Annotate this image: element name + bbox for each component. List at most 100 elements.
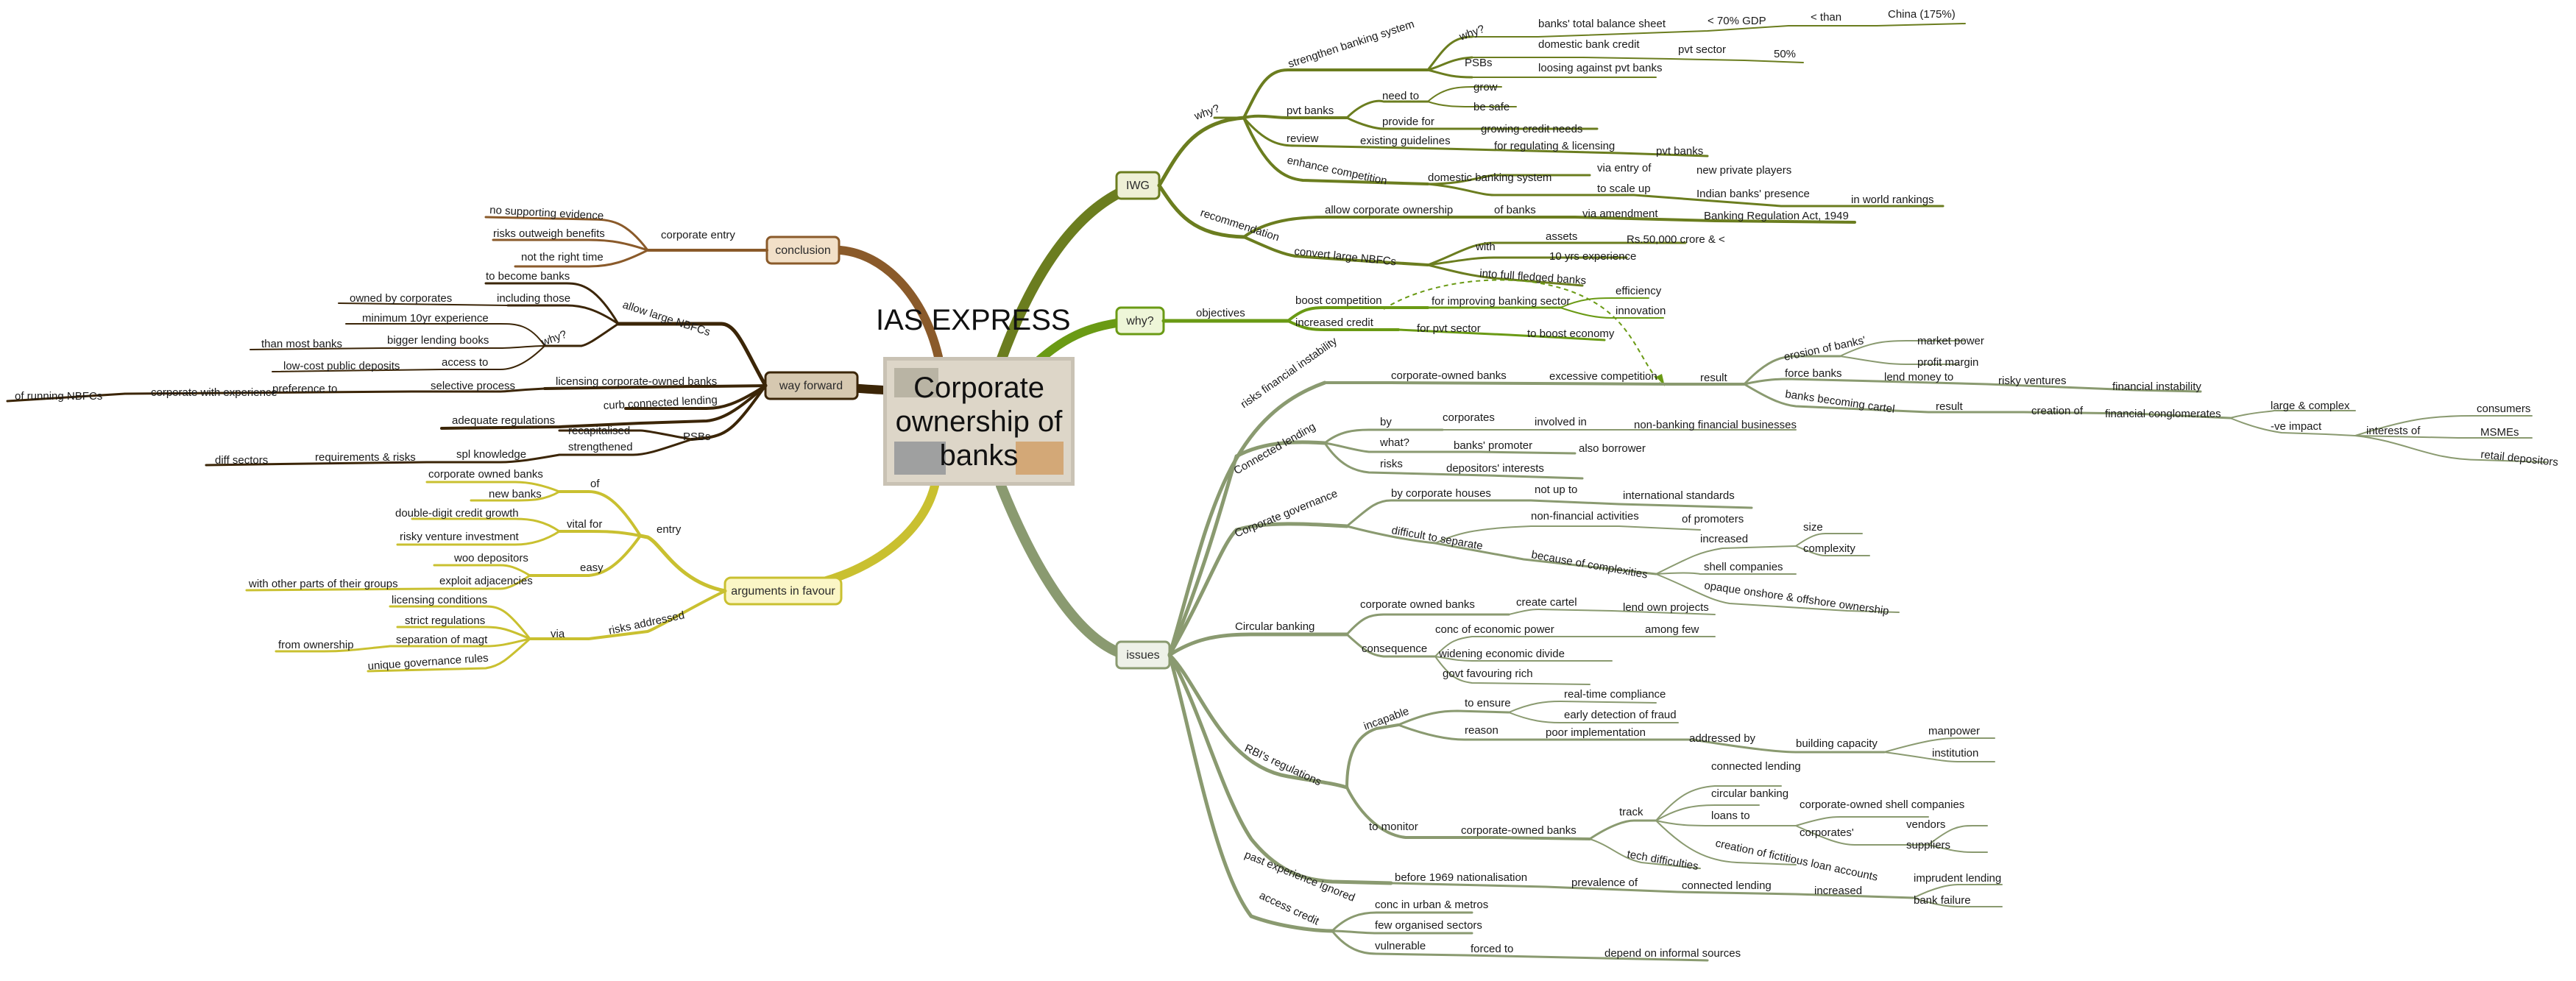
node-woo: woo depositors (453, 552, 528, 564)
node-corp-owned-banks: corporate owned banks (1360, 598, 1475, 611)
central-node[interactable]: Corporate ownership of banks (883, 357, 1075, 486)
node-suppliers: suppliers (1906, 839, 1950, 851)
node-vital-for: vital for (567, 518, 602, 531)
node-selective: selective process (431, 380, 515, 392)
node-new-banks: new banks (489, 488, 542, 500)
node-min-10yr: minimum 10yr experience (362, 312, 489, 325)
node-allow-large: allow large NBFCs (621, 299, 712, 339)
node-allow-corp: allow corporate ownership (1325, 204, 1453, 216)
node-growing-credit: growing credit needs (1481, 123, 1582, 135)
topic-why-label: why? (1125, 315, 1153, 327)
conc-lines (484, 216, 768, 268)
branch-iwg (996, 180, 1142, 366)
node-non-fin: non-financial activities (1531, 510, 1639, 523)
node-review: review (1287, 132, 1319, 145)
node-iwg-why: why? (1192, 102, 1222, 123)
node-new-private: new private players (1696, 164, 1791, 177)
node-difficult: difficult to separate (1390, 524, 1484, 553)
topic-issues[interactable]: issues (1115, 640, 1171, 670)
node-convert: convert large NBFCs (1294, 245, 1397, 268)
node-to-monitor: to monitor (1369, 821, 1418, 833)
node-adequate: adequate regulations (452, 414, 555, 427)
node-lend-money: lend money to (1884, 371, 1953, 383)
node-presence: Indian banks' presence (1696, 188, 1810, 200)
node-strengthened: strengthened (568, 441, 633, 453)
node-corp-shell: corporate-owned shell companies (1800, 798, 1964, 811)
node-other-parts: with other parts of their groups (248, 578, 398, 590)
node-realtime: real-time compliance (1564, 688, 1666, 701)
node-increased: increased (1700, 533, 1748, 545)
node-req-risks: requirements & risks (315, 451, 416, 464)
node-to-scale: to scale up (1597, 183, 1651, 195)
topic-iwg[interactable]: IWG (1115, 171, 1161, 200)
node-cartel: banks becoming cartel (1784, 388, 1895, 416)
node-consumers: consumers (2477, 403, 2530, 415)
node-complexity: complexity (1803, 542, 1855, 555)
node-manpower: manpower (1928, 725, 1980, 737)
central-title-line2: ownership of (896, 405, 1064, 438)
node-to-ensure: to ensure (1465, 697, 1511, 709)
node-involved-in: involved in (1535, 416, 1587, 428)
branch-issues (996, 481, 1131, 660)
topic-way[interactable]: way forward (764, 371, 859, 400)
node-creation-of: creation of (2031, 405, 2084, 417)
topic-way-label: way forward (779, 380, 843, 392)
node-forced-to: forced to (1471, 943, 1513, 955)
node-dom-credit: domestic bank credit (1538, 38, 1640, 51)
node-preference: preference to (272, 383, 337, 395)
node-fin-instab: financial instability (2112, 380, 2201, 393)
node-govt-fav: govt favouring rich (1443, 667, 1533, 680)
node-spl-knowledge: spl knowledge (456, 448, 526, 461)
node-result: result (1700, 372, 1728, 384)
node-inc-credit: increased credit (1295, 316, 1374, 329)
node-strict: strict regulations (405, 615, 485, 627)
node-access-to: access to (442, 356, 488, 369)
node-br-act: Banking Regulation Act, 1949 (1704, 210, 1849, 222)
node-retail-dep: retail depositors (2480, 448, 2559, 469)
node-bank-failure: bank failure (1914, 894, 1971, 907)
central-image-banknotes (894, 368, 938, 397)
node-no-support: no supporting evidence (489, 204, 604, 222)
node-via-amend: via amendment (1582, 208, 1658, 220)
node-profit-margin: profit margin (1917, 356, 1978, 369)
node-low-cost: low-cost public deposits (283, 360, 400, 372)
node-pvt-banks: pvt banks (1287, 105, 1334, 117)
central-image-banknotes (1016, 442, 1064, 475)
node-result2: result (1936, 400, 1964, 413)
topic-conc[interactable]: conclusion (765, 235, 841, 265)
topic-args[interactable]: arguments in favour (723, 576, 843, 606)
node-corp-exp: corporate with experience (151, 386, 277, 399)
node-exploit: exploit adjacencies (439, 575, 533, 587)
topic-why[interactable]: why? (1115, 306, 1165, 336)
node-increased2: increased (1814, 885, 1862, 897)
node-vendors: vendors (1906, 818, 1945, 831)
node-building-cap: building capacity (1796, 737, 1878, 750)
node-risks-outweigh: risks outweigh benefits (493, 227, 605, 240)
node-china: China (175%) (1888, 8, 1956, 21)
topic-iwg-label: IWG (1126, 180, 1150, 192)
node-provide-for: provide for (1382, 116, 1434, 128)
node-corporates2: corporates' (1800, 826, 1854, 839)
node-of-banks: of banks (1494, 204, 1536, 216)
node-dep-interests: depositors' interests (1446, 462, 1544, 475)
topic-conc-label: conclusion (775, 244, 831, 257)
node-fifty: 50% (1774, 48, 1796, 60)
node-large-complex: large & complex (2271, 400, 2350, 412)
node-intl-std: international standards (1623, 489, 1735, 502)
node-need-to: need to (1382, 90, 1419, 102)
node-rs50: Rs.50,000 crore & < (1627, 233, 1725, 246)
node-assets: assets (1546, 230, 1577, 243)
node-conc-urban: conc in urban & metros (1375, 899, 1488, 911)
node-psbs: PSBs (1465, 57, 1493, 69)
node-ten-yrs: 10 yrs experience (1549, 250, 1636, 263)
node-innovation: innovation (1616, 305, 1666, 317)
node-separation: separation of magt (396, 634, 488, 646)
node-pvt-banks2: pvt banks (1656, 145, 1703, 157)
node-imprudent: imprudent lending (1914, 872, 2001, 885)
node-institution: institution (1932, 747, 1978, 759)
site-title: IAS EXPRESS (876, 304, 1071, 336)
node-early-det: early detection of fraud (1564, 709, 1677, 721)
node-conn-lending: connected lending (1711, 760, 1801, 773)
node-of-a: of (590, 478, 600, 490)
